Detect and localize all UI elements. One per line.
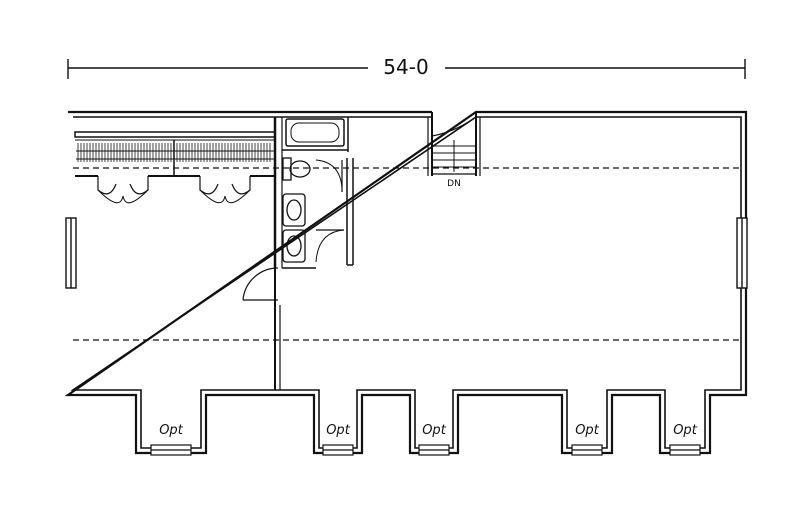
dormer-4: Opt — [571, 423, 603, 456]
dormer-window — [571, 444, 603, 456]
sink-1 — [282, 193, 306, 227]
closet-rod-hatch — [77, 143, 271, 162]
stair-direction-label: DN — [447, 179, 461, 189]
bath-walls — [242, 117, 354, 390]
sink-2 — [282, 229, 306, 263]
overall-dimension-label: 54-0 — [383, 55, 428, 79]
dormer-window — [669, 444, 701, 456]
dormer-2: Opt — [322, 423, 354, 456]
left-window — [65, 217, 77, 289]
toilet — [282, 157, 311, 181]
dormer-1: Opt — [150, 423, 192, 456]
closet-rod — [76, 150, 274, 160]
overall-dimension — [67, 59, 746, 79]
dormer-window — [322, 444, 354, 456]
dormer-label: Opt — [422, 423, 446, 438]
dormer-label: Opt — [159, 423, 183, 438]
stair — [427, 112, 481, 176]
dormer-5: Opt — [669, 423, 701, 456]
closet — [74, 131, 276, 204]
dormer-window — [418, 444, 450, 456]
right-window — [736, 217, 748, 289]
dormer-label: Opt — [575, 423, 599, 438]
dormer-3: Opt — [418, 423, 450, 456]
exterior-wall — [64, 110, 748, 455]
dormer-label: Opt — [673, 423, 697, 438]
dormer-label: Opt — [326, 423, 350, 438]
kneewall-lines — [73, 167, 741, 341]
dormer-window — [150, 444, 192, 456]
bathtub — [285, 118, 345, 147]
